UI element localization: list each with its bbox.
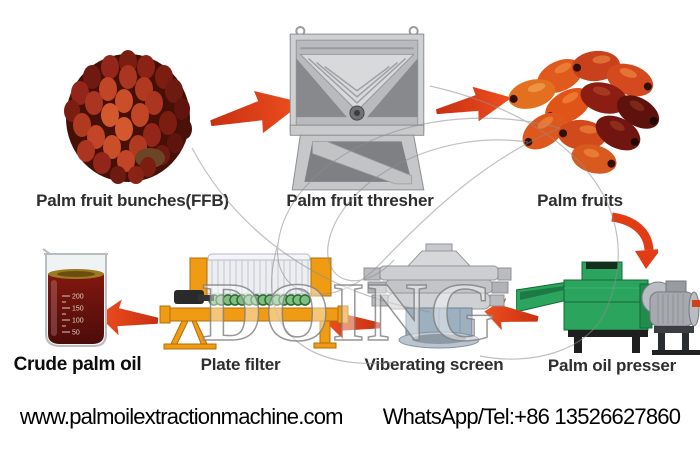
arrow-ffb-to-thresher-icon: [206, 78, 313, 150]
label-palm-fruit-bunches: Palm fruit bunches(FFB): [36, 191, 229, 210]
label-vibrating-screen: Viberating screen: [364, 355, 504, 374]
beaker-mark-100: 100: [72, 318, 84, 325]
website-url: www.palmoilextractionmachine.com: [19, 404, 344, 429]
footer-contact-bar: www.palmoilextractionmachine.com WhatsAp…: [0, 404, 700, 430]
label-crude-palm-oil: Crude palm oil: [13, 354, 142, 375]
label-palm-oil-presser: Palm oil presser: [547, 356, 677, 375]
label-palm-fruits: Palm fruits: [537, 191, 623, 210]
label-palm-fruit-thresher: Palm fruit thresher: [286, 191, 434, 210]
palm-fruit-thresher-image: [286, 24, 428, 201]
arrow-filter-to-oil-icon: [94, 295, 160, 345]
beaker-mark-200: 200: [72, 294, 84, 301]
palm-fruit-bunch-image: [58, 46, 200, 197]
beaker-mark-50: 50: [72, 330, 80, 337]
vibrating-screen-image: [362, 241, 512, 358]
palm-fruits-image: [498, 36, 666, 191]
palm-oil-presser-image: [515, 256, 700, 366]
crude-palm-oil-beaker-image: 200 150 100 50: [36, 246, 116, 357]
plate-filter-image: [148, 252, 358, 357]
beaker-mark-150: 150: [72, 306, 84, 313]
label-plate-filter: Plate filter: [200, 355, 281, 374]
whatsapp-contact: WhatsApp/Tel:+86 13526627860: [382, 404, 681, 429]
